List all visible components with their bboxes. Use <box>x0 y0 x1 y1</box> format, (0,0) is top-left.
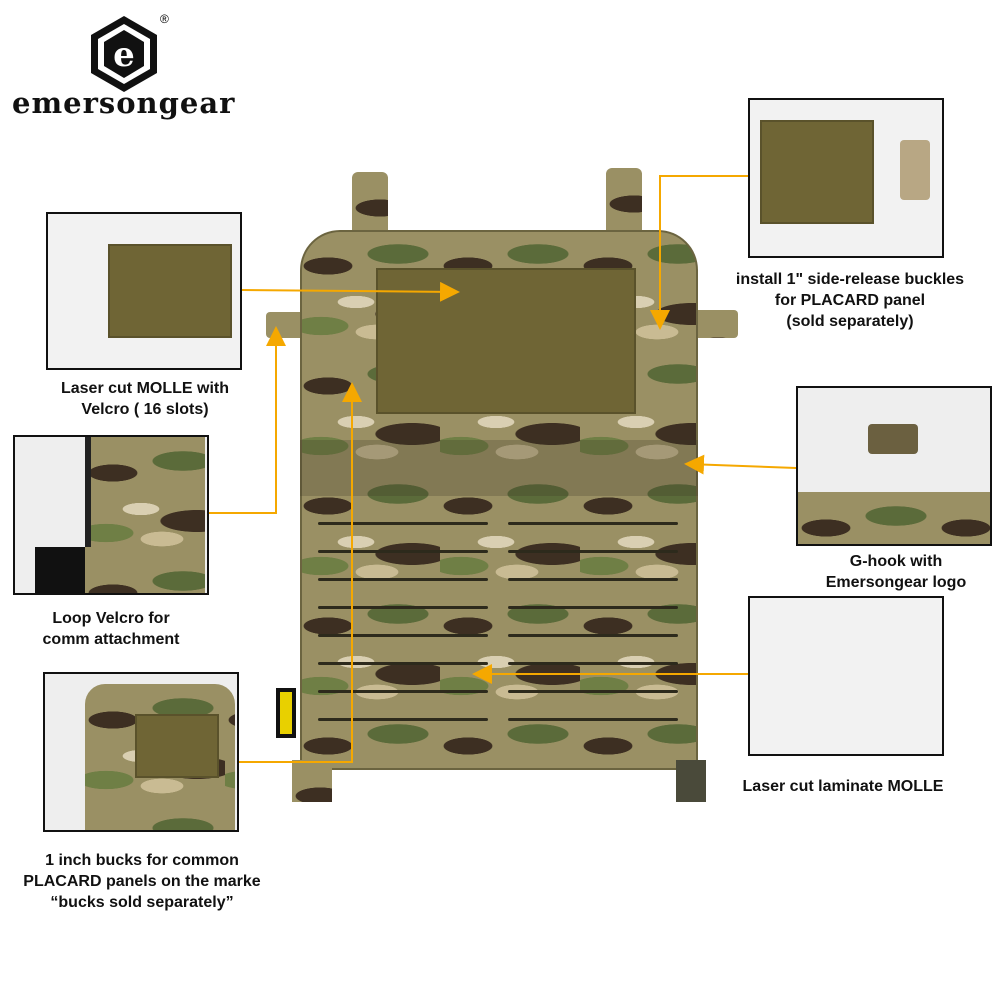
arrow-loop-velcro <box>209 326 286 514</box>
molle-slot <box>318 578 488 581</box>
svg-text:e: e <box>113 35 135 75</box>
inset-g-hook <box>796 386 992 546</box>
caption-laminate-molle: Laser cut laminate MOLLE <box>742 778 944 795</box>
bottom-tab-right <box>676 760 706 802</box>
bottom-tab-left <box>292 760 332 802</box>
molle-slot <box>508 662 678 665</box>
molle-slot <box>318 550 488 553</box>
molle-slot <box>508 634 678 637</box>
pocket-flap <box>300 440 698 496</box>
molle-slot <box>508 578 678 581</box>
molle-slot <box>508 550 678 553</box>
inset-loop-velcro <box>13 435 209 595</box>
molle-slot <box>508 690 678 693</box>
registered-mark: ® <box>160 12 169 26</box>
side-tab-right <box>690 310 738 338</box>
arrow-side-release <box>650 175 748 330</box>
molle-slot <box>318 522 488 525</box>
molle-slot <box>508 606 678 609</box>
molle-slot <box>318 634 488 637</box>
brand-wordmark: emersongear <box>12 86 236 120</box>
molle-slot <box>318 690 488 693</box>
arrow-g-hook <box>684 454 797 475</box>
molle-slot <box>318 718 488 721</box>
inset-laser-molle-velcro <box>46 212 242 370</box>
arrow-inch-bucks <box>239 382 362 763</box>
inset-side-release-buckle <box>748 98 944 258</box>
inset-inch-bucks <box>43 672 239 832</box>
arrow-laser-molle-velcro <box>241 281 460 302</box>
molle-slot <box>508 718 678 721</box>
molle-slot <box>508 522 678 525</box>
molle-slot <box>318 606 488 609</box>
inset-laminate-molle <box>748 596 944 756</box>
molle-slot <box>318 662 488 665</box>
brand-label-tag <box>276 688 296 738</box>
brand-logo-icon: e <box>91 16 157 92</box>
